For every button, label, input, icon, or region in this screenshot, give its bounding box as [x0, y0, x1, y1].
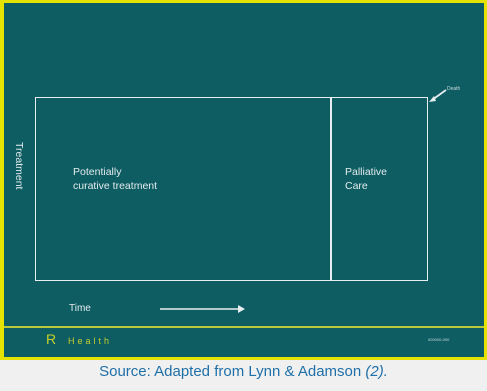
brand-letter: R — [46, 331, 57, 347]
palliative-label-line2: Care — [345, 180, 368, 192]
curative-treatment-box — [35, 97, 332, 281]
time-label: Time — [69, 303, 91, 314]
curative-label-line1: Potentially — [73, 166, 122, 178]
figure-caption: Source: Adapted from Lynn & Adamson (2). — [0, 363, 487, 380]
caption-reference: (2). — [365, 363, 388, 380]
curative-label-line2: curative treatment — [73, 180, 158, 192]
caption-text: Source: Adapted from Lynn & Adamson — [99, 363, 366, 380]
death-arrow-icon — [429, 89, 447, 102]
brand-logo: R Health — [46, 331, 112, 347]
treatment-axis-label: Treatment — [13, 142, 25, 190]
palliative-label-line1: Palliative — [345, 166, 388, 178]
brand-word: Health — [68, 336, 113, 346]
footer-divider — [4, 326, 484, 328]
time-arrow-icon — [160, 305, 245, 313]
slide-background — [4, 3, 484, 357]
death-marker-label: Death — [447, 86, 461, 92]
slide-code: 000000-000 — [428, 337, 450, 342]
slide-frame — [0, 0, 487, 360]
palliative-care-box — [330, 97, 428, 281]
